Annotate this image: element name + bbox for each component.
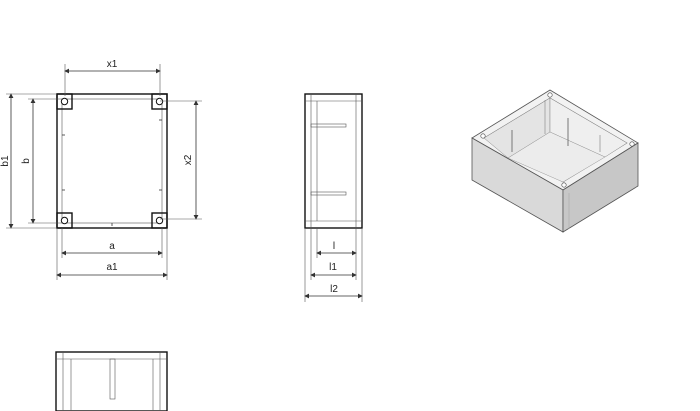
dim-label-l: l [333, 241, 335, 252]
dim-l2: l2 [304, 228, 363, 302]
dim-label-x2: x2 [183, 154, 194, 165]
dim-l: l [316, 228, 357, 258]
corner-post [151, 212, 168, 229]
dim-label-a1: a1 [106, 262, 118, 273]
dim-x2: x2 [160, 100, 202, 220]
dim-label-l1: l1 [329, 262, 337, 273]
dim-a1: a1 [56, 262, 168, 278]
dim-label-l2: l2 [330, 284, 338, 295]
dim-label-b: b [21, 158, 32, 164]
isometric-view [471, 89, 639, 233]
dim-b: b [21, 98, 62, 224]
corner-post [151, 93, 168, 110]
corner-post [56, 93, 73, 110]
top-view [56, 93, 168, 229]
box-right-face [562, 142, 639, 233]
dim-l1: l1 [310, 228, 357, 280]
side-view [304, 93, 363, 229]
dim-label-b1: b1 [0, 155, 11, 167]
front-view [55, 351, 168, 411]
dim-label-x1: x1 [107, 59, 118, 70]
dim-x1: x1 [64, 59, 161, 96]
dim-b1: b1 [0, 93, 57, 229]
dim-label-a: a [109, 241, 115, 252]
dim-a: a [56, 228, 168, 280]
corner-post [56, 212, 73, 229]
